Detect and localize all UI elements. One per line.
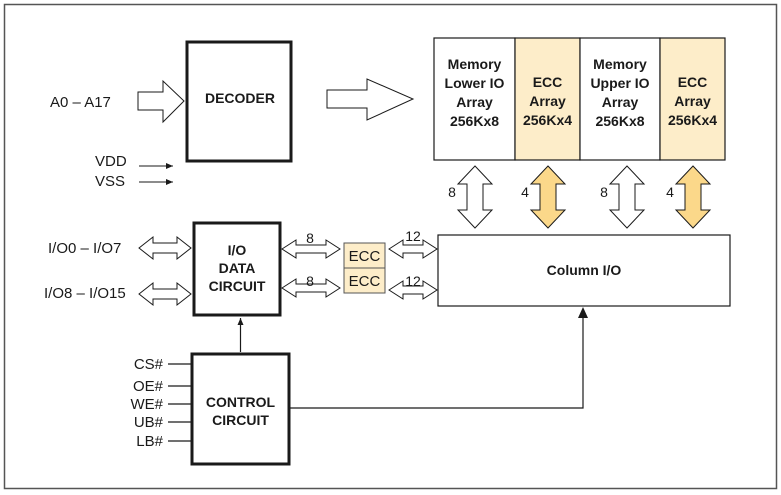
array-label-line: 256Kx4 (668, 112, 717, 128)
bus-width-label: 8 (306, 230, 314, 246)
io-data-circuit-line-1: I/O (228, 242, 247, 258)
array-label-line: Array (456, 94, 493, 110)
column-io-block: Column I/O (437, 234, 731, 307)
io-data-circuit-line-3: CIRCUIT (209, 278, 266, 294)
control-inputs: CS# OE#WE#UB# LB# (130, 356, 192, 450)
double-arrow-horizontal-icon (281, 239, 341, 259)
double-arrow-vertical-icon (608, 165, 646, 229)
bus-width-label: 8 (448, 184, 456, 200)
array-bus-arrows: 8 4 8 4 (448, 165, 712, 229)
array-label-line: 256Kx8 (450, 113, 499, 129)
wide-arrow-right-icon (326, 78, 415, 121)
control-circuit-line-1: CONTROL (206, 394, 276, 410)
array-label-line: Upper IO (590, 75, 649, 91)
array-label-line: Array (674, 93, 711, 109)
array-label-line: Array (529, 93, 566, 109)
double-arrow-horizontal-icon (138, 235, 192, 261)
array-label-line: Memory (593, 56, 647, 72)
ecc-block-2-label: ECC (349, 273, 381, 290)
bus-width-label: 4 (521, 184, 529, 200)
array-label-line: Memory (448, 56, 502, 72)
control-input-label: LB# (136, 433, 163, 450)
control-circuit-line-2: CIRCUIT (212, 412, 269, 428)
ecc-block-1-label: ECC (349, 248, 381, 265)
io-data-circuit-block: I/O DATA CIRCUIT (192, 221, 282, 317)
double-arrow-horizontal-icon (281, 278, 341, 298)
address-input-label: A0 – A17 (50, 94, 111, 111)
column-io-label: Column I/O (547, 262, 622, 278)
double-arrow-horizontal-icon (138, 281, 192, 307)
bus-width-label: 8 (306, 273, 314, 289)
io-port-label-upper: I/O8 – I/O15 (44, 285, 126, 302)
double-arrow-vertical-icon (456, 165, 494, 229)
double-arrow-horizontal-icon (388, 239, 438, 259)
io-data-circuit-line-2: DATA (219, 260, 256, 276)
bus-width-label: 4 (666, 184, 674, 200)
control-to-column-io-connector (290, 310, 584, 409)
array-label-line: Lower IO (445, 75, 505, 91)
io-port-label-lower: I/O0 – I/O7 (48, 240, 121, 257)
control-circuit-block: CONTROL CIRCUIT (190, 352, 291, 466)
bus-width-label: 12 (405, 228, 421, 244)
ecc-array-cell: ECC Array 256Kx4 (514, 37, 581, 161)
power-label-vdd: VDD (95, 153, 127, 170)
array-label-line: 256Kx4 (523, 112, 572, 128)
outer-frame (3, 3, 778, 490)
control-input-label: OE# (133, 378, 164, 395)
bus-width-label: 12 (405, 273, 421, 289)
array-label-line: ECC (678, 74, 708, 90)
ecc-array-cell: ECC Array 256Kx4 (659, 37, 726, 161)
decoder-block: DECODER (185, 40, 293, 163)
array-label-line: 256Kx8 (595, 113, 644, 129)
double-arrow-vertical-icon (674, 165, 712, 229)
control-input-label: CS# (134, 356, 164, 373)
array-label-line: ECC (533, 74, 563, 90)
control-input-label: UB# (134, 414, 164, 431)
io-bus-arrows (138, 235, 438, 307)
control-input-label: WE# (130, 396, 163, 413)
power-label-vss: VSS (95, 173, 125, 190)
decoder-label: DECODER (205, 90, 275, 106)
array-label-line: Array (602, 94, 639, 110)
arrow-up-icon (578, 307, 588, 318)
double-arrow-vertical-icon (529, 165, 567, 229)
double-arrow-horizontal-icon (388, 280, 438, 300)
wide-arrow-right-icon (137, 79, 185, 124)
bus-width-label: 8 (600, 184, 608, 200)
ecc-block-1: ECC (343, 242, 386, 269)
ecc-block-2: ECC (343, 267, 386, 294)
